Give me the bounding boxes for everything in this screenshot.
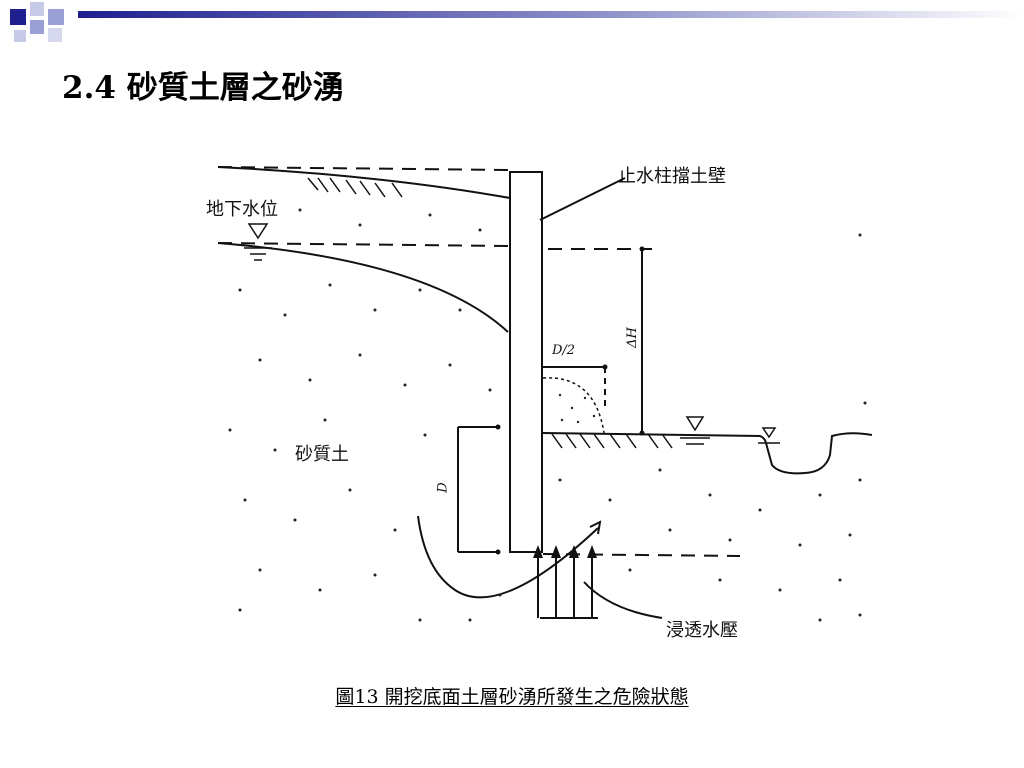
- delta-h-label: ΔH: [624, 327, 640, 348]
- figure-caption-text: 圖13 開挖底面土層砂湧所發生之危險狀態: [335, 686, 689, 708]
- page-title: 2.4 砂質土層之砂湧: [62, 70, 344, 106]
- groundwater-label: 地下水位: [206, 199, 278, 220]
- sand-boiling-diagram: 止水柱擋土壁 地下水位 D/2 ΔH 砂質土 D 浸透水壓: [200, 150, 890, 650]
- title-bar-decoration: [10, 2, 1024, 42]
- diagram-drawing: [217, 166, 873, 622]
- sandy-soil-label: 砂質土: [295, 444, 349, 465]
- seepage-pressure-label: 浸透水壓: [666, 620, 738, 641]
- wall-label: 止水柱擋土壁: [618, 166, 726, 187]
- d-label: D: [435, 482, 451, 493]
- d-half-label: D/2: [552, 343, 576, 358]
- figure-caption: 圖13 開挖底面土層砂湧所發生之危險狀態: [0, 682, 1024, 709]
